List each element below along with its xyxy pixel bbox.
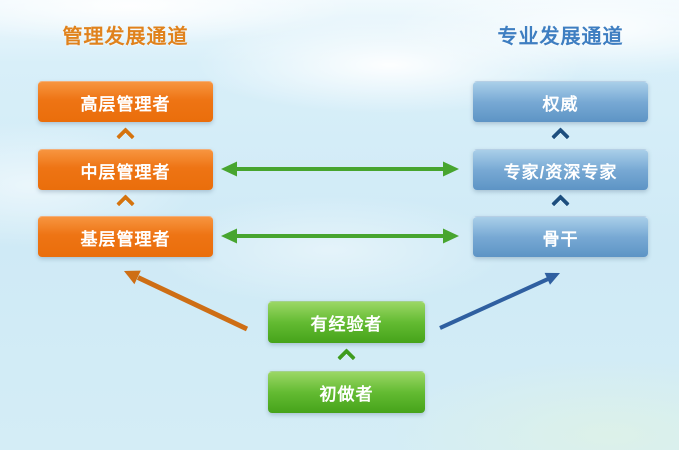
box-experienced: 有经验者: [268, 301, 425, 343]
box-authority: 权威: [473, 81, 648, 122]
chevron-up-icon: [551, 194, 570, 213]
double-arrow-frontline-manager-backbone: [221, 228, 459, 244]
chevron-up-icon: [116, 194, 135, 213]
professional-channel-title: 专业发展通道: [497, 26, 624, 48]
chevron-up-icon: [116, 127, 135, 146]
box-expert: 专家/资深专家: [473, 149, 648, 190]
box-backbone: 骨干: [473, 216, 648, 257]
box-middle-manager: 中层管理者: [38, 149, 213, 190]
management-channel-title: 管理发展通道: [62, 26, 189, 48]
chevron-up-icon: [337, 348, 356, 367]
arrow-experienced-to-management: [124, 270, 249, 332]
chevron-up-icon: [551, 127, 570, 146]
double-arrow-middle-manager-expert: [221, 161, 459, 177]
arrow-experienced-to-professional: [439, 272, 560, 330]
box-frontline-manager: 基层管理者: [38, 216, 213, 257]
box-beginner: 初做者: [268, 371, 425, 413]
box-senior-manager: 高层管理者: [38, 81, 213, 122]
